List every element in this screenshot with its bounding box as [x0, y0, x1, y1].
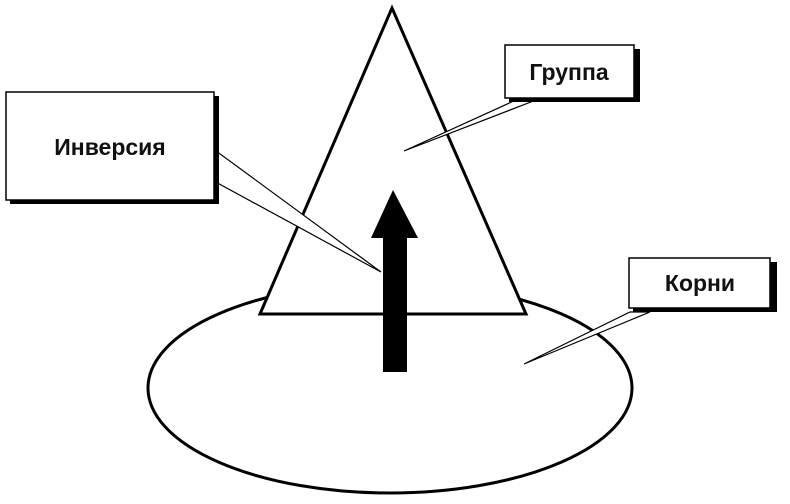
inversion-arrow [371, 190, 418, 372]
roots-label: Корни [665, 270, 735, 296]
inversion-callout-box [5, 91, 215, 201]
group-callout-box [504, 44, 635, 99]
group-callout: Группа [403, 44, 640, 152]
roots-callout-box [628, 257, 771, 309]
inversion-callout: Инверсия [5, 91, 382, 273]
inversion-label: Инверсия [54, 134, 165, 160]
group-label: Группа [529, 59, 608, 85]
roots-callout: Корни [523, 257, 777, 365]
